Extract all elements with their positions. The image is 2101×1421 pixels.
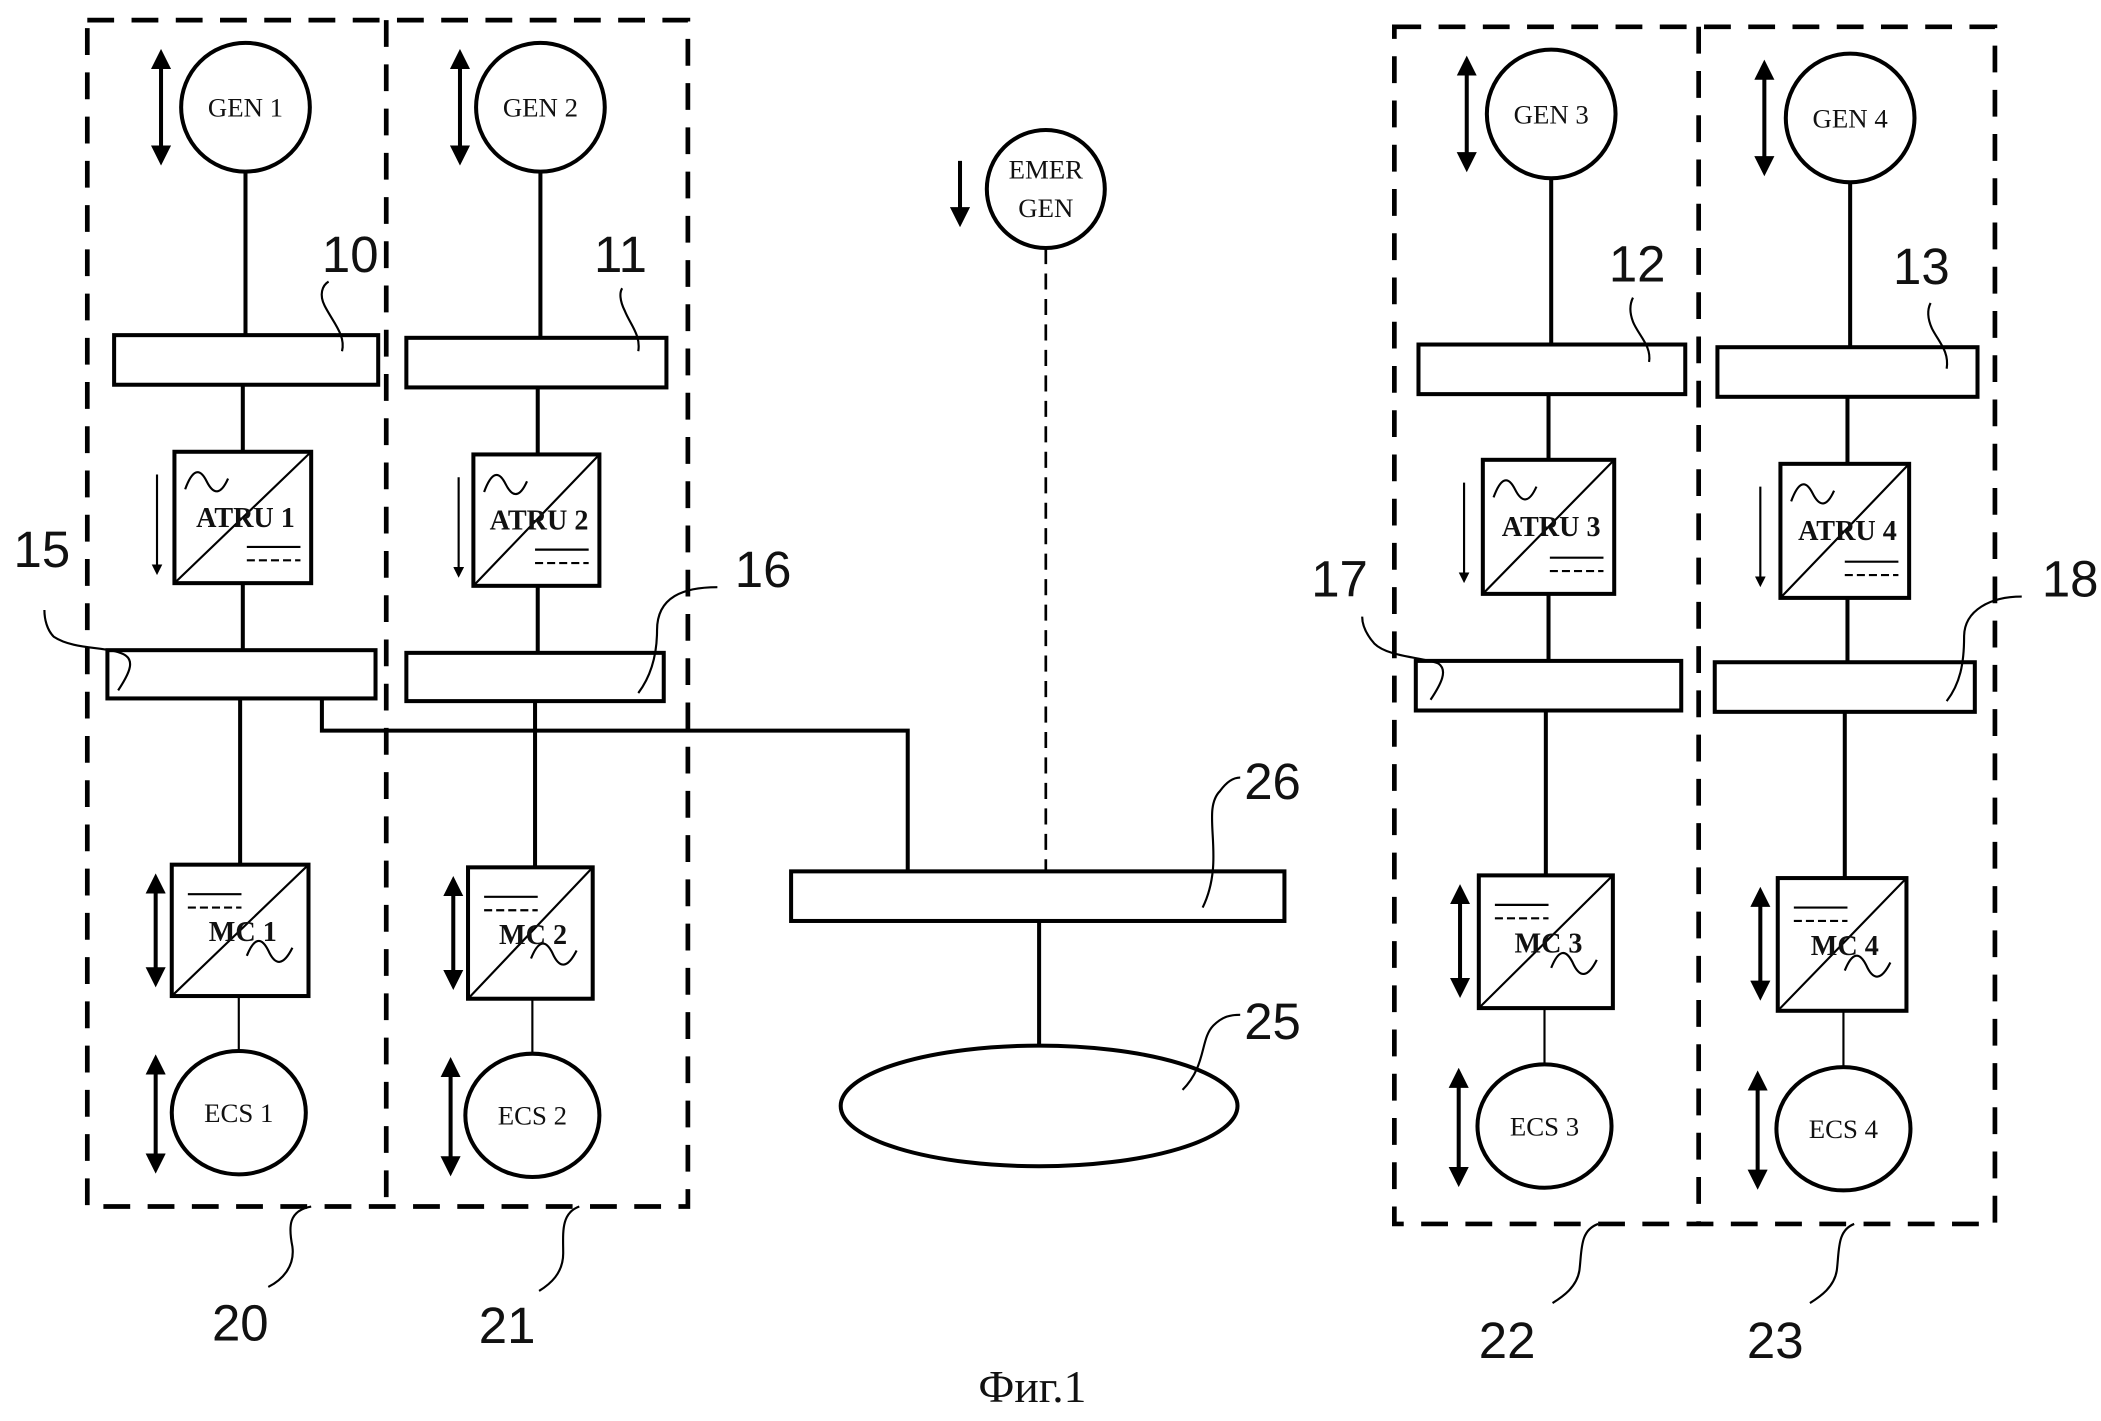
generator-1: GEN 1 [150, 40, 312, 174]
generator-label: GEN 3 [1514, 99, 1589, 129]
ecs-2: ECS 2 [440, 1051, 602, 1180]
atru-converter-4: ATRU 4 [1754, 461, 1912, 600]
generator-2: GEN 2 [449, 40, 607, 174]
svg-text:20: 20 [212, 1295, 269, 1352]
mc-label: MC 2 [499, 920, 567, 951]
tie-connector-line [319, 698, 910, 872]
converter-diagonal [1482, 459, 1615, 595]
ac-bus-1: 10 [112, 226, 381, 387]
generator-label: GEN 1 [208, 93, 283, 123]
group-boundary-left [84, 17, 691, 1209]
atru-label: ATRU 3 [1502, 512, 1601, 543]
ac-bus-3: 12 [1416, 236, 1688, 397]
ac-wave-icon [1790, 483, 1836, 505]
motor-controller-4: MC 4 [1750, 876, 1909, 1013]
emergency-bus: 26 [789, 753, 1301, 923]
dc-bus-3: 17 [1311, 551, 1684, 713]
ecs-3: ECS 3 [1448, 1062, 1614, 1190]
ac-wave-icon [245, 940, 294, 963]
converter-diagonal [472, 453, 601, 587]
ref-label: 10 [322, 226, 379, 283]
motor-controller-2: MC 2 [443, 865, 595, 1001]
emer-gen-label-line1: EMER [1009, 154, 1084, 184]
atru-converter-1: ATRU 1 [151, 449, 314, 586]
group-ref-21: 21 [479, 1205, 580, 1354]
atru-label: ATRU 1 [196, 503, 295, 534]
ecs-label: ECS 1 [204, 1098, 273, 1128]
ref-26: 26 [1244, 753, 1301, 810]
ref-label: 15 [14, 521, 71, 578]
ecs-label: ECS 4 [1809, 1114, 1878, 1144]
ac-bus-4: 13 [1715, 238, 1980, 399]
ref-label: 16 [735, 541, 792, 598]
dc-bus-1: 15 [14, 521, 378, 701]
mc-label: MC 1 [209, 917, 277, 948]
ref-label: 13 [1893, 238, 1950, 295]
ac-wave-icon [483, 473, 528, 496]
ecs-1: ECS 1 [145, 1048, 308, 1177]
ac-bus-2: 11 [404, 226, 669, 390]
svg-text:22: 22 [1479, 1312, 1536, 1369]
generator-label: GEN 2 [503, 93, 578, 123]
generator-4: GEN 4 [1754, 51, 1917, 185]
generator-label: GEN 4 [1813, 103, 1888, 133]
generator-3: GEN 3 [1456, 47, 1618, 181]
ecs-label: ECS 3 [1510, 1111, 1579, 1141]
atru-label: ATRU 2 [490, 506, 589, 537]
emergency-generator: EMER GEN [949, 128, 1107, 872]
ecs-4: ECS 4 [1747, 1065, 1913, 1193]
converter-diagonal [1779, 463, 1910, 599]
mc-label: MC 3 [1515, 928, 1583, 959]
motor-controller-1: MC 1 [145, 862, 311, 999]
ac-wave-icon [184, 471, 230, 493]
emer-gen-label-line2: GEN [1018, 193, 1073, 223]
atru-converter-3: ATRU 3 [1458, 457, 1617, 596]
atru-converter-2: ATRU 2 [453, 452, 602, 588]
ref-25: 25 [1244, 993, 1301, 1050]
ac-wave-icon [530, 942, 578, 966]
group-ref-23: 23 [1747, 1222, 1855, 1369]
group-ref-20: 20 [212, 1205, 312, 1352]
ref-label: 12 [1609, 236, 1666, 293]
load-ellipse: 25 [838, 920, 1301, 1169]
dc-bus-2: 16 [404, 541, 792, 704]
svg-text:23: 23 [1747, 1312, 1804, 1369]
motor-controller-3: MC 3 [1449, 873, 1615, 1011]
ac-wave-icon [1492, 479, 1538, 501]
ref-label: 11 [594, 226, 647, 283]
ac-wave-icon [1843, 954, 1892, 978]
figure-caption: Фиг.1 [978, 1361, 1086, 1412]
ref-label: 17 [1311, 551, 1368, 608]
svg-text:21: 21 [479, 1297, 536, 1354]
group-ref-22: 22 [1479, 1222, 1599, 1369]
ref-label: 18 [2042, 551, 2099, 608]
ecs-label: ECS 2 [498, 1101, 567, 1131]
ac-wave-icon [1550, 952, 1598, 975]
group-boundary-right [1392, 24, 1998, 1227]
mc-label: MC 4 [1811, 931, 1879, 962]
atru-label: ATRU 4 [1798, 516, 1897, 547]
converter-diagonal [173, 450, 312, 584]
